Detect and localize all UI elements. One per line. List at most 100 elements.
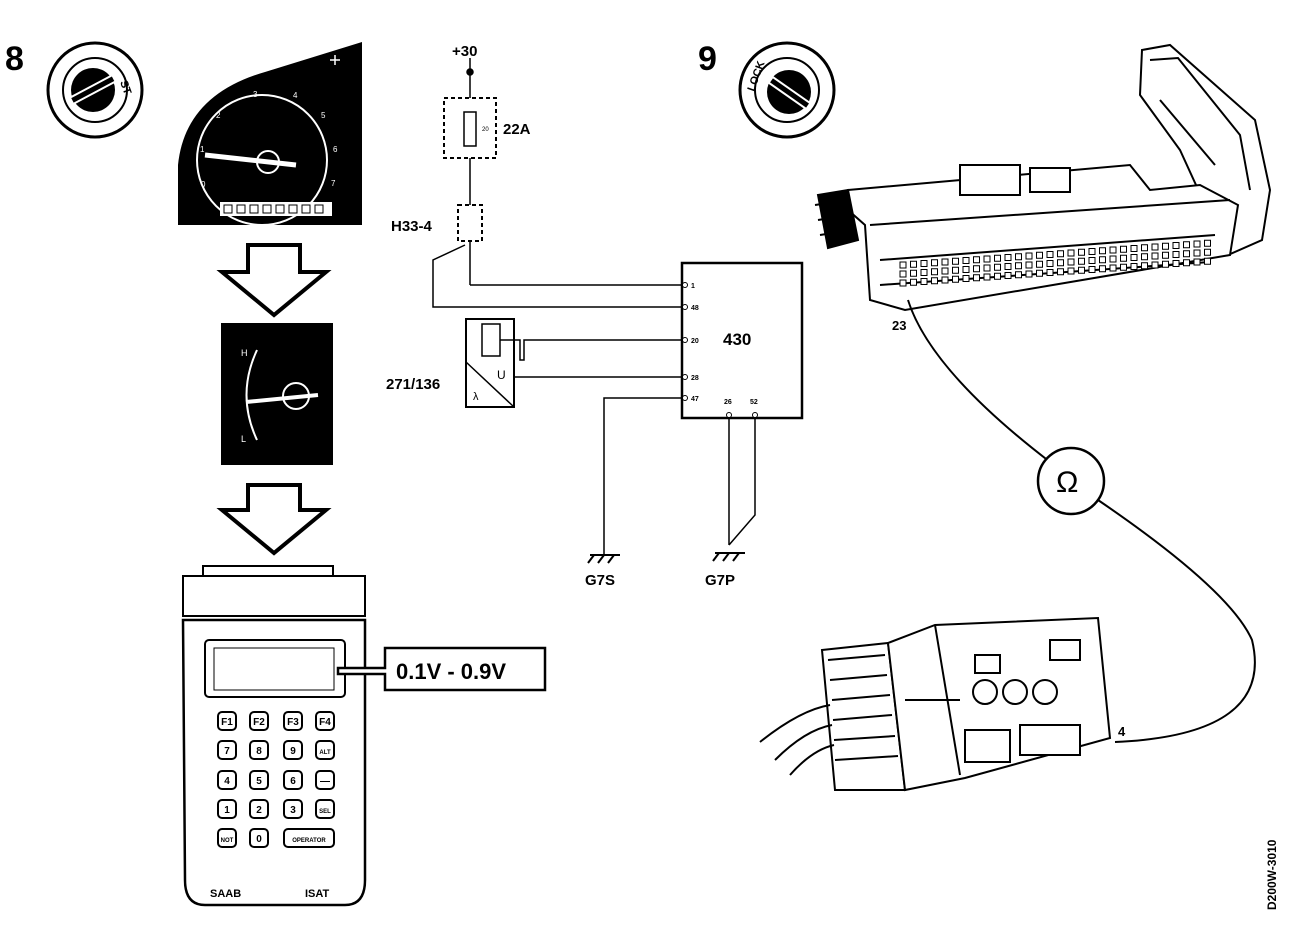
isat-key[interactable]: NOT — [217, 828, 237, 848]
isat-key[interactable]: SEL — [315, 799, 335, 819]
isat-key[interactable]: — — [315, 770, 335, 790]
connector-pin — [1099, 265, 1106, 273]
connector-pin — [1088, 266, 1096, 273]
isat-key-label: 7 — [224, 746, 230, 757]
gauge-tick-3: 3 — [253, 90, 258, 99]
connector-pin — [1204, 257, 1211, 265]
connector-pin — [994, 263, 1001, 271]
isat-key-label: 4 — [224, 776, 230, 787]
isat-keypad: F1 F2 F3 F4 7 8 9 ALT 4 5 6 — 1 2 3 SEL NOT 0 OPERATOR — [217, 711, 335, 848]
isat-key[interactable]: 4 — [217, 770, 237, 790]
isat-key[interactable]: 2 — [249, 799, 269, 819]
connector-pin — [920, 269, 928, 276]
connector-pin — [1036, 269, 1043, 277]
step-9-number: 9 — [698, 40, 717, 78]
fuse-label: 22A — [503, 121, 531, 138]
isat-key[interactable]: 5 — [249, 770, 269, 790]
isat-key-label: F1 — [221, 717, 233, 728]
ecu-pin-label: 28 — [691, 375, 699, 382]
voltage-readout: 0.1V - 0.9V — [336, 646, 547, 692]
connector-pin — [1067, 258, 1075, 266]
isat-key-label: 3 — [290, 805, 296, 816]
ecu-pin-markers — [682, 282, 758, 418]
isat-key[interactable]: 6 — [283, 770, 303, 790]
wiring-schematic — [432, 58, 804, 555]
isat-key[interactable]: 8 — [249, 740, 269, 760]
connector-pin — [1141, 253, 1148, 261]
connector-pin — [1099, 247, 1106, 255]
connector-pin — [1078, 257, 1085, 265]
gauge-tick-0: 0 — [201, 180, 206, 189]
connector-pin — [931, 268, 938, 276]
connector-pin — [1141, 244, 1148, 252]
isat-key[interactable]: OPERATOR — [283, 828, 335, 848]
connector-pin — [1151, 252, 1159, 260]
gauge-tick-1: 1 — [200, 145, 205, 154]
connector-pin — [1130, 254, 1138, 261]
figure-id: D200W-3010 — [1265, 839, 1279, 910]
st-label: ST — [117, 79, 133, 97]
connector-pin — [941, 276, 949, 284]
connector-pin — [994, 272, 1001, 280]
ecu-pin-label: 48 — [691, 305, 699, 312]
gauge-tick-6: 6 — [333, 145, 338, 154]
isat-key[interactable]: F1 — [217, 711, 237, 731]
connector-pin — [1015, 253, 1022, 261]
isat-key[interactable]: F3 — [283, 711, 303, 731]
down-arrow-icon — [216, 483, 332, 556]
isat-key-label: ALT — [319, 750, 331, 756]
isat-key[interactable]: F2 — [249, 711, 269, 731]
isat-key-label: 5 — [256, 776, 262, 787]
ecu-label: 430 — [723, 330, 751, 349]
connector-pin — [1204, 239, 1211, 247]
ecu-pin-label: 20 — [691, 338, 699, 345]
isat-key-label: 2 — [256, 805, 262, 816]
isat-key[interactable]: 1 — [217, 799, 237, 819]
connector-pin — [962, 257, 970, 264]
connector-pin — [1015, 262, 1022, 270]
connector-pin — [1151, 243, 1159, 251]
fuse-rating-label: 20 — [482, 127, 489, 133]
connector-pin — [1067, 249, 1075, 257]
connector-pin — [1025, 252, 1033, 260]
isat-key[interactable]: 0 — [249, 828, 269, 848]
isat-key-label: 0 — [256, 834, 262, 845]
ecu-pin-label: 26 — [724, 399, 732, 406]
temp-high-label: H — [241, 348, 248, 358]
connector-pin — [1004, 272, 1012, 279]
connector-pin — [1046, 269, 1054, 276]
connector-pin — [1193, 258, 1201, 266]
isat-key[interactable]: 3 — [283, 799, 303, 819]
gauge-tick-7: 7 — [331, 179, 336, 188]
connector-pin-grid — [899, 239, 1211, 287]
connector-pin — [1183, 259, 1190, 267]
connector-pin — [1172, 251, 1180, 258]
connector-pin — [1172, 242, 1180, 249]
connector-pin — [1078, 266, 1085, 274]
connector-pin — [1130, 245, 1138, 252]
isat-key-label: OPERATOR — [292, 838, 326, 844]
isat-key-label: NOT — [221, 838, 234, 844]
isat-key-label: F2 — [253, 717, 265, 728]
connector-pin — [1193, 240, 1201, 248]
connector-pin — [1162, 242, 1169, 250]
connector-pin — [1172, 260, 1180, 267]
isat-key[interactable]: F4 — [315, 711, 335, 731]
isat-key-label: 1 — [224, 805, 230, 816]
isat-key-label: 9 — [290, 746, 296, 757]
connector-pin — [1130, 263, 1138, 270]
connector-pin — [952, 275, 959, 283]
step-8-number: 8 — [5, 40, 24, 78]
connector-pin — [920, 260, 928, 267]
voltage-readout-value: 0.1V - 0.9V — [396, 659, 506, 684]
isat-key[interactable]: 9 — [283, 740, 303, 760]
isat-key[interactable]: ALT — [315, 740, 335, 760]
connector-pin — [910, 278, 917, 286]
gauge-tick-4: 4 — [293, 91, 298, 100]
sensor-u-label: U — [497, 368, 506, 382]
isat-key[interactable]: 7 — [217, 740, 237, 760]
pin-a-label: 23 — [892, 318, 906, 333]
connector-pin — [1067, 267, 1075, 275]
ground-symbol-g7p-icon — [712, 552, 745, 562]
connector-pin — [1057, 268, 1064, 276]
